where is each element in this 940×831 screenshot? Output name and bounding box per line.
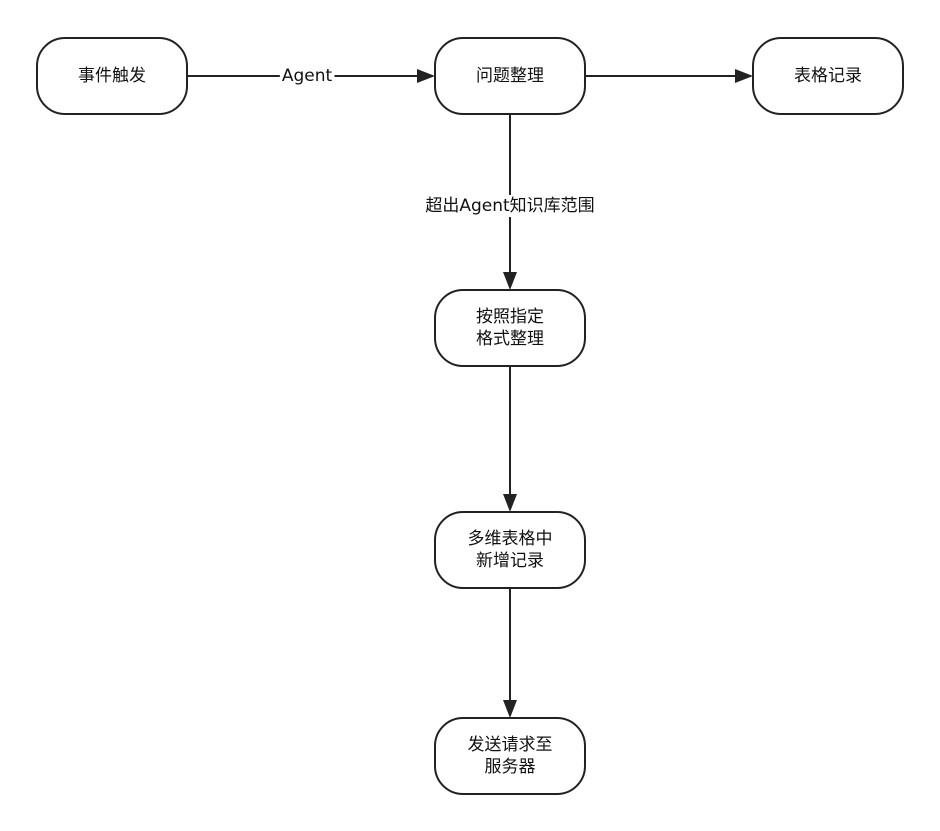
node-label: 多维表格中新增记录 <box>468 529 553 571</box>
node-problem-organize: 问题整理 <box>434 37 586 115</box>
edge-label-event-trigger-to-problem-organize: Agent <box>279 65 335 87</box>
node-format-organize: 按照指定格式整理 <box>434 289 586 367</box>
edge-label-text: Agent <box>282 66 333 86</box>
node-label: 表格记录 <box>794 66 862 86</box>
node-box <box>434 717 586 795</box>
node-table-record: 表格记录 <box>752 37 904 115</box>
node-box <box>752 37 904 115</box>
edge-label-problem-organize-to-format-organize: 超出Agent知识库范围 <box>423 195 597 217</box>
edge-problem-organize-to-table-record <box>585 69 753 83</box>
node-label: 问题整理 <box>476 66 544 86</box>
edge-label-bg <box>423 195 597 217</box>
edges-layer <box>187 69 753 718</box>
node-box <box>434 289 586 367</box>
arrow-head <box>503 494 517 512</box>
edge-labels-layer: Agent 超出Agent知识库范围 <box>279 65 597 217</box>
edge-format-organize-to-multi-table-add <box>503 366 517 512</box>
node-box <box>434 37 586 115</box>
node-label: 发送请求至服务器 <box>468 735 553 777</box>
node-label: 按照指定格式整理 <box>476 307 544 349</box>
edge-label-text: 超出Agent知识库范围 <box>425 196 594 216</box>
arrow-head <box>503 700 517 718</box>
node-send-request: 发送请求至服务器 <box>434 717 586 795</box>
node-box <box>36 37 188 115</box>
edge-label-bg <box>279 65 335 87</box>
arrow-head <box>503 272 517 290</box>
edge-multi-table-add-to-send-request <box>503 588 517 718</box>
arrow-head <box>417 69 435 83</box>
node-label: 事件触发 <box>78 66 146 86</box>
node-box <box>434 511 586 589</box>
node-multi-table-add: 多维表格中新增记录 <box>434 511 586 589</box>
node-event-trigger: 事件触发 <box>36 37 188 115</box>
arrow-head <box>735 69 753 83</box>
